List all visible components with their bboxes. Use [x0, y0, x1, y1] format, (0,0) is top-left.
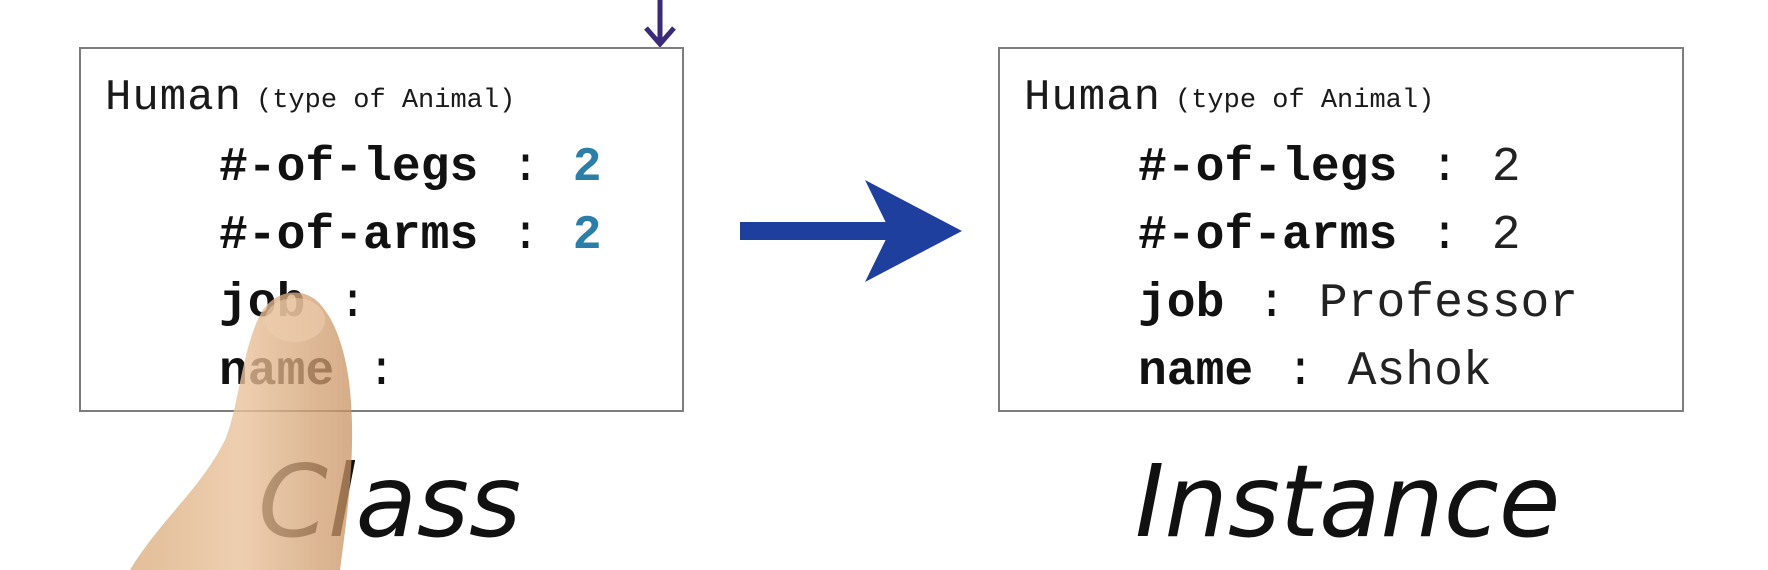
attr-key: #-of-legs [219, 141, 479, 195]
class-title: Human [105, 73, 243, 123]
attr-separator: : [1257, 277, 1287, 331]
instance-attr-row: #-of-arms : 2 [1138, 212, 1521, 260]
attr-key: #-of-legs [1138, 141, 1398, 195]
attr-separator: : [367, 345, 396, 399]
class-box: Human (type of Animal) #-of-legs : 2 #-of… [79, 47, 684, 412]
class-attr-row: job : [219, 280, 371, 328]
instance-subtitle: (type of Animal) [1175, 86, 1435, 116]
instance-title: Human [1024, 73, 1162, 123]
attr-separator: : [511, 209, 540, 263]
right-arrow-icon [740, 180, 962, 282]
attr-value: Professor [1318, 277, 1579, 331]
attr-key: job [1138, 277, 1225, 331]
attr-key: #-of-arms [1138, 209, 1398, 263]
attr-value: 2 [572, 209, 602, 263]
instance-box: Human (type of Animal) #-of-legs : 2 #-of… [998, 47, 1684, 412]
attr-value: Ashok [1347, 345, 1492, 399]
instance-attr-row: job : Professor [1138, 280, 1578, 328]
instance-attr-row: name : Ashok [1138, 348, 1492, 396]
attr-separator: : [338, 277, 368, 331]
attr-separator: : [1430, 141, 1459, 195]
attr-separator: : [1430, 209, 1459, 263]
class-attr-row: #-of-arms : 2 [219, 212, 602, 260]
attr-key: name [1138, 345, 1254, 399]
attr-separator: : [1286, 345, 1315, 399]
class-attr-row: #-of-legs : 2 [219, 144, 602, 192]
class-attr-row: name : [219, 348, 400, 396]
attr-value: 2 [1491, 209, 1521, 263]
attr-key: name [219, 345, 335, 399]
class-title-line: Human (type of Animal) [105, 73, 515, 123]
instance-title-line: Human (type of Animal) [1024, 73, 1434, 123]
attr-separator: : [511, 141, 540, 195]
instance-attr-row: #-of-legs : 2 [1138, 144, 1521, 192]
class-caption: Class [258, 443, 522, 560]
instance-caption: Instance [1135, 443, 1561, 560]
attr-key: job [219, 277, 306, 331]
down-arrow-icon [644, 0, 676, 48]
attr-value: 2 [572, 141, 602, 195]
attr-key: #-of-arms [219, 209, 479, 263]
class-subtitle: (type of Animal) [256, 86, 516, 116]
attr-value: 2 [1491, 141, 1521, 195]
